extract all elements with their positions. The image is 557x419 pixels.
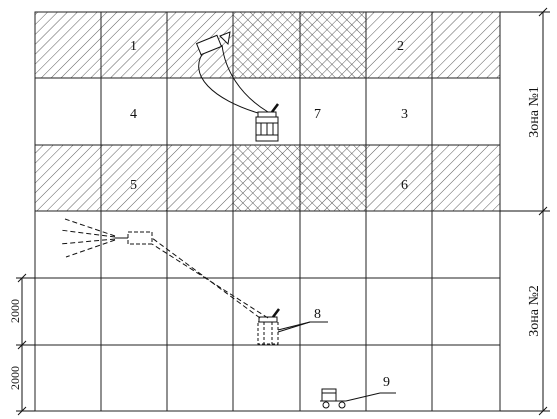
cell-label-9: 9 (383, 375, 390, 390)
cell-label-7: 7 (314, 107, 321, 122)
hatched-row-middle (35, 145, 500, 211)
cell-label-1: 1 (130, 39, 137, 54)
zone-1-label: Зона №1 (527, 86, 542, 138)
zone-2-label: Зона №2 (527, 285, 542, 337)
cell-label-4: 4 (130, 107, 137, 122)
zone-dimension-lines (500, 7, 550, 416)
cell-label-2: 2 (397, 39, 404, 54)
sprayer-unit-middle (59, 218, 311, 345)
cell-label-8: 8 (314, 307, 321, 322)
dimension-label-upper: 2000 (8, 299, 22, 323)
cell-label-5: 5 (130, 178, 137, 193)
cell-label-3: 3 (401, 107, 408, 122)
cell-label-6: 6 (401, 178, 408, 193)
dimension-label-lower: 2000 (8, 366, 22, 390)
sprayer-unit-top (195, 31, 279, 142)
leader-line-8 (277, 321, 311, 331)
grid (34, 11, 501, 412)
cart-unit (320, 388, 396, 409)
left-dimension-lines (16, 273, 35, 416)
hatched-row-top (35, 12, 500, 78)
